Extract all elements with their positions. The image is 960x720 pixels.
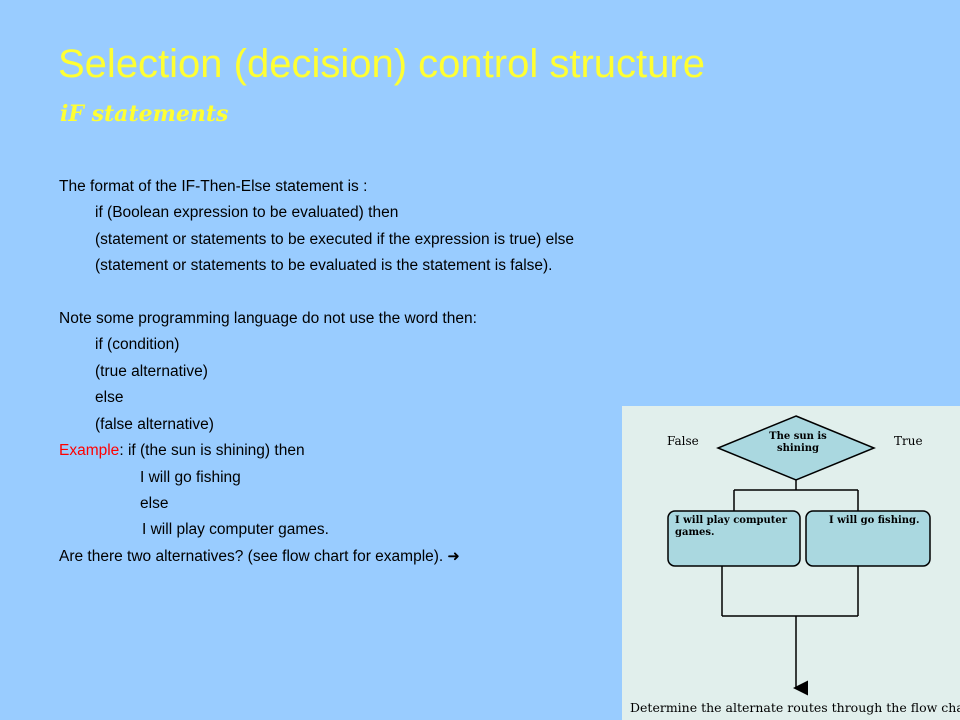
example-text: if (the sun is shining) then [127, 442, 305, 459]
body-line: (statement or statements to be executed … [95, 231, 575, 248]
body-line: I will go fishing [140, 469, 241, 486]
body-line: else [95, 389, 124, 406]
false-label: False [667, 434, 699, 448]
body-line: I will play computer games. [142, 521, 329, 538]
flowchart-diagram [667, 415, 931, 696]
example-colon: : [119, 442, 124, 459]
body-line: Note some programming language do not us… [59, 310, 477, 327]
body-line: if (Boolean expression to be evaluated) … [95, 204, 399, 221]
flowchart-panel: The sun is shining False True I will pla… [622, 406, 960, 720]
body-line: else [140, 495, 169, 512]
body-line: (false alternative) [95, 416, 214, 433]
true-box [805, 510, 931, 567]
example-label: Example [59, 442, 120, 459]
body-line-final: Are there two alternatives? (see flow ch… [59, 548, 460, 566]
body-line: (true alternative) [95, 363, 208, 380]
body-line: (statement or statements to be evaluated… [95, 257, 553, 274]
false-box [667, 510, 801, 567]
decision-label: The sun is shining [769, 431, 827, 454]
right-arrow-icon: ➜ [447, 548, 460, 565]
body-line: Are there two alternatives? (see flow ch… [59, 548, 444, 565]
slide-title: Selection (decision) control structure [58, 42, 705, 86]
body-line: The format of the IF-Then-Else statement… [59, 178, 368, 195]
slide-subtitle: iF statements [60, 101, 229, 127]
example-line: Example: if (the sun is shining) then [59, 442, 305, 460]
false-box-label: I will play computer games. [675, 515, 788, 538]
flowchart-caption: Determine the alternate routes through t… [630, 700, 960, 715]
body-line: if (condition) [95, 336, 180, 353]
true-label: True [894, 434, 923, 448]
true-box-label: I will go fishing. [829, 515, 920, 526]
